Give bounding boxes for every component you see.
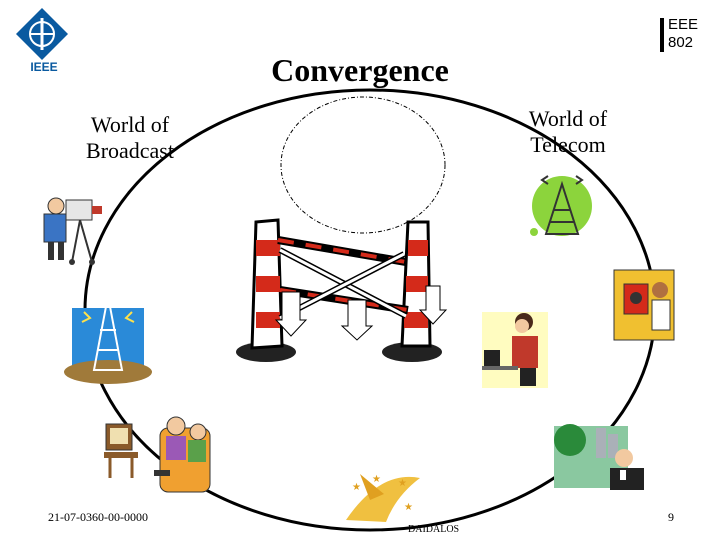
payphone-worker-illustration — [613, 269, 675, 341]
svg-text:★: ★ — [352, 482, 361, 493]
broadcast-tower-illustration — [64, 295, 152, 384]
cameraman-illustration — [43, 197, 102, 265]
man-mobile-illustration — [554, 424, 644, 490]
ieee802-line2: 802 — [668, 34, 694, 51]
ieee802-logo-text: EEE 802 — [668, 16, 698, 52]
svg-text:★: ★ — [404, 502, 413, 513]
page-number: 9 — [668, 510, 674, 524]
barrier-gate-illustration — [236, 218, 448, 362]
ieee802-line1: EEE — [668, 16, 699, 33]
telecom-label: World of Telecom — [528, 106, 608, 157]
daidalos-logo: ★ ★ ★ ★ — [346, 474, 420, 522]
document-id: 21-07-0360-00-0000 — [48, 510, 148, 524]
woman-laptop-illustration — [482, 312, 548, 388]
svg-text:★: ★ — [372, 474, 381, 485]
slide-title: Convergence — [271, 52, 449, 88]
telecom-tower-illustration — [530, 175, 592, 236]
daidalos-label: DAIDALOS — [408, 524, 460, 535]
tv-viewers-illustration — [104, 416, 211, 493]
broadcast-label: World of Broadcast — [86, 112, 174, 163]
svg-text:★: ★ — [398, 478, 407, 489]
dotted-circle — [280, 96, 446, 234]
ieee-logo — [16, 8, 68, 60]
ieee802-logo — [660, 18, 664, 52]
ieee-logo-text: IEEE — [30, 60, 58, 74]
